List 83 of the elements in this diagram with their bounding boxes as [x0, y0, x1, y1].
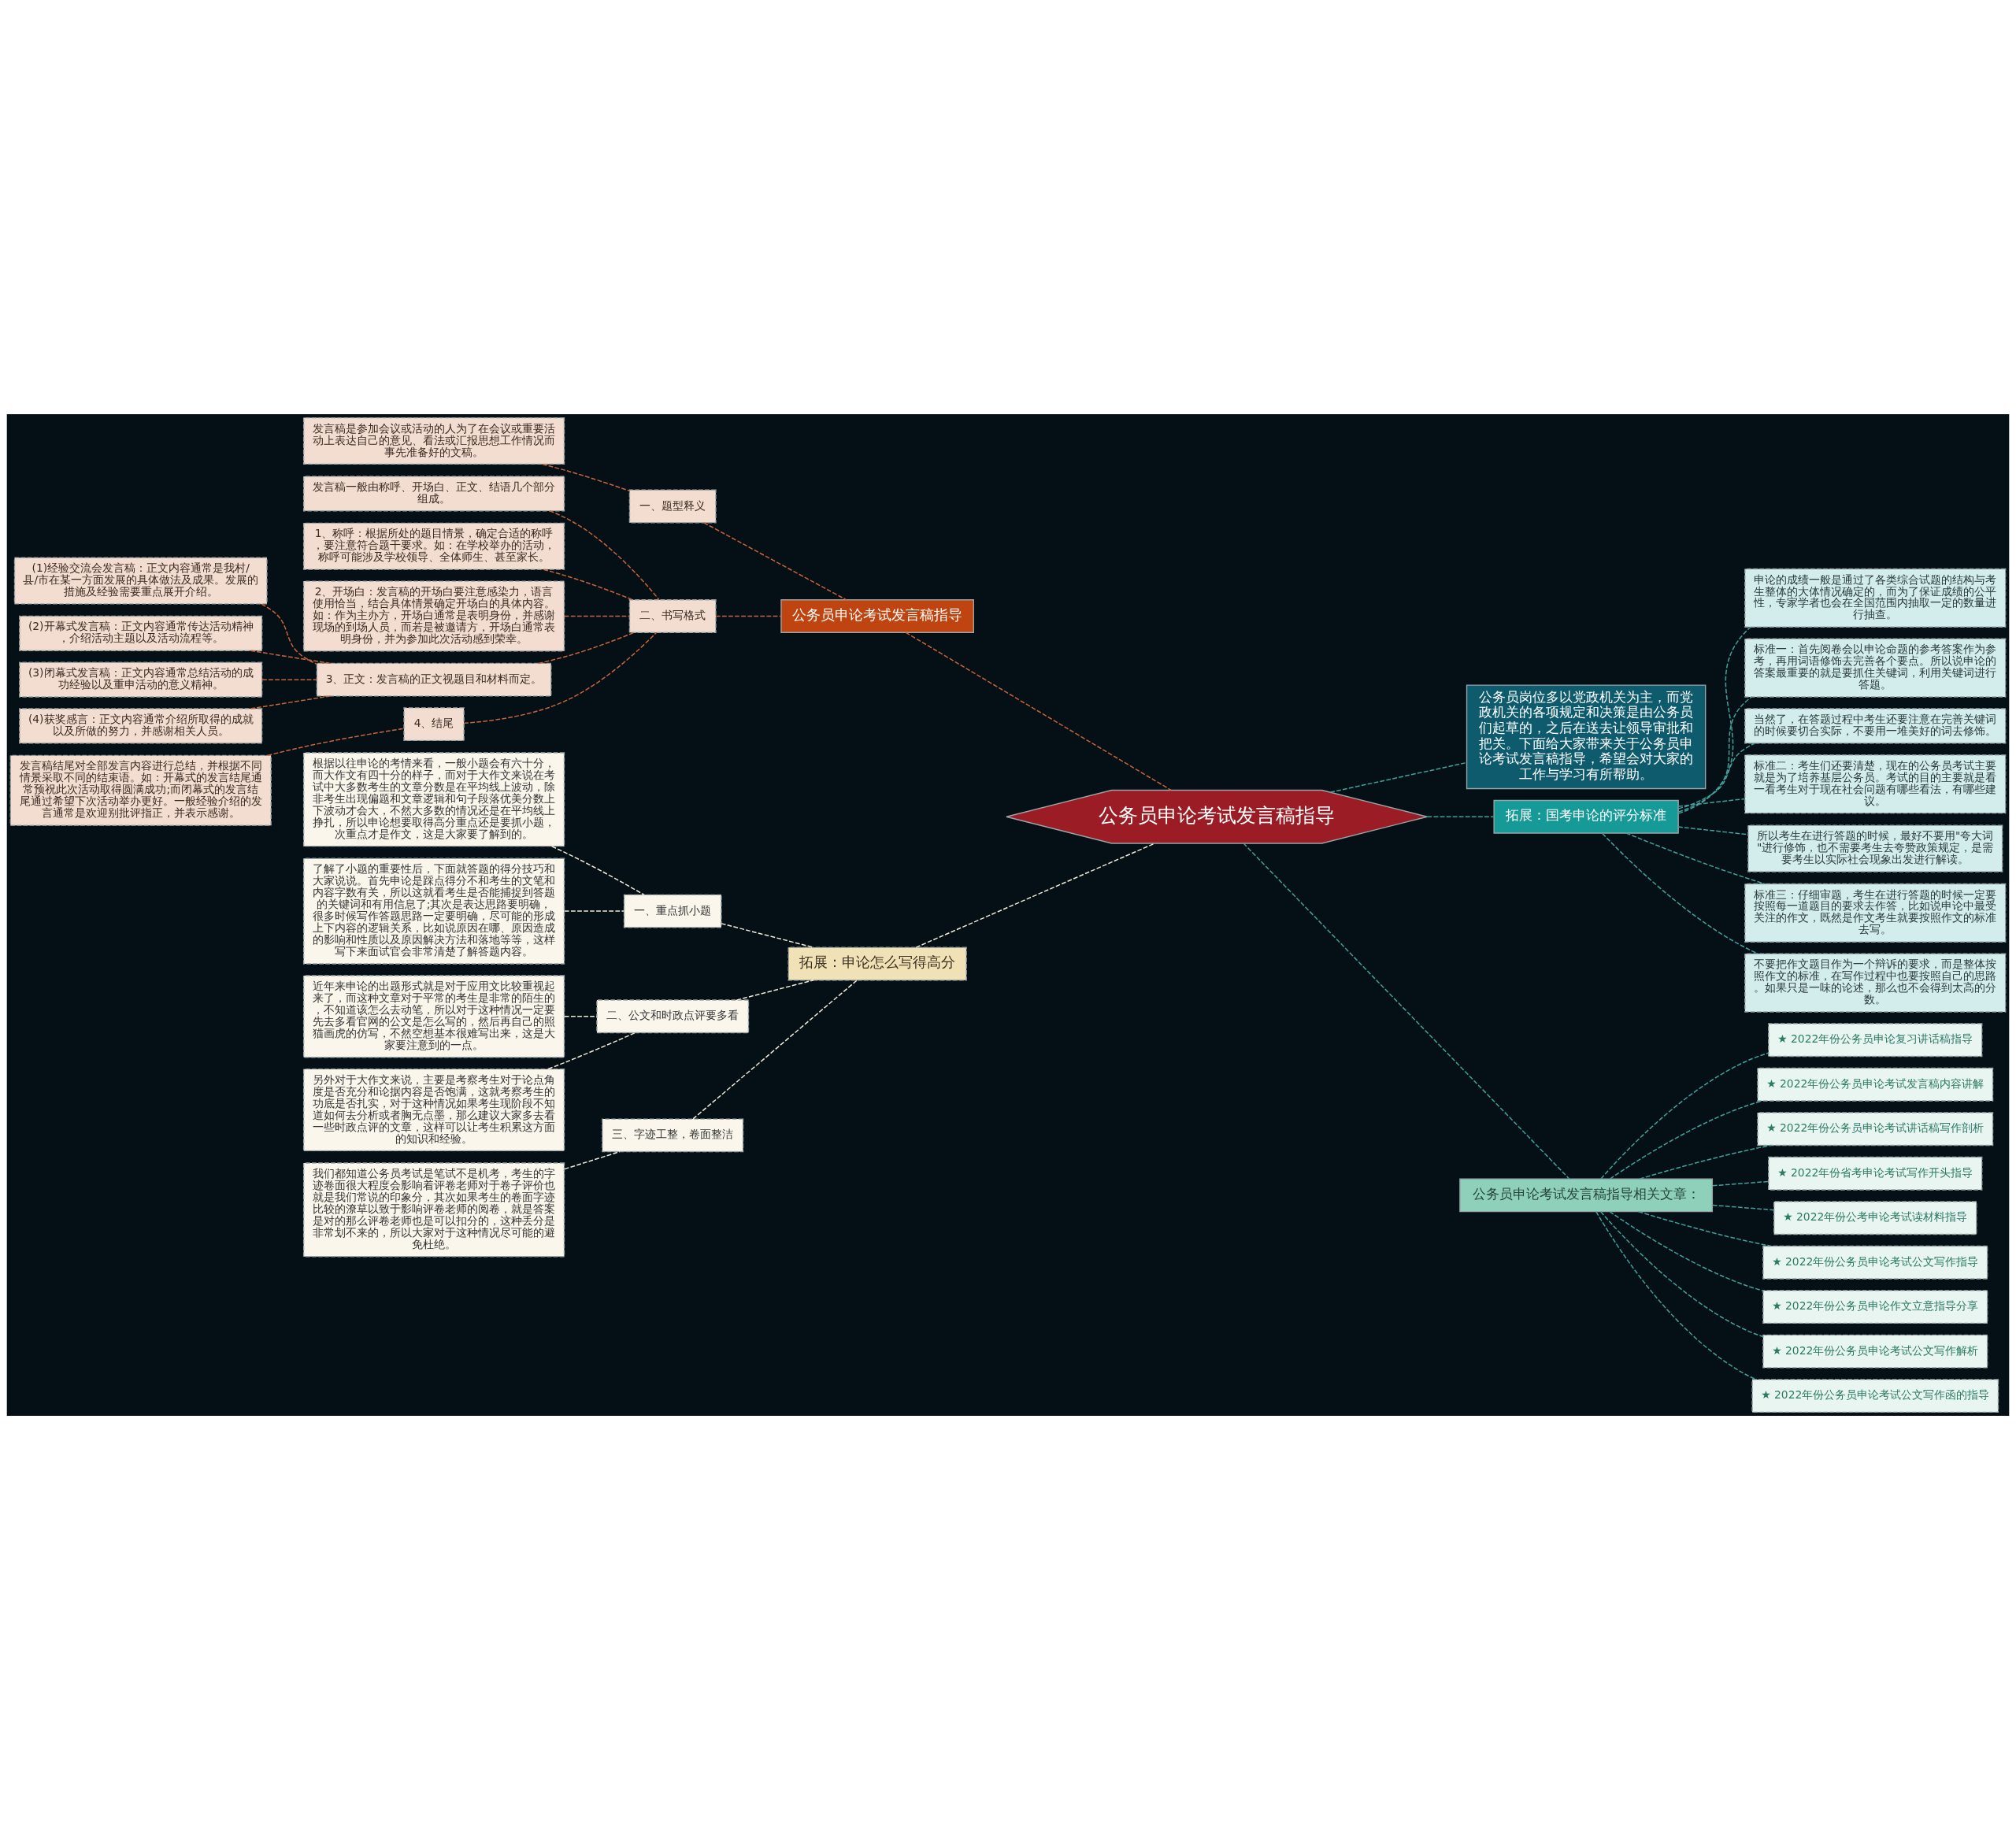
- node-box: ★ 2022年份公务员申论考试公文写作函的指导: [1751, 1379, 1999, 1413]
- node-box: 二、公文和时政点评要多看: [596, 999, 750, 1034]
- connector: [1600, 1052, 1770, 1180]
- node-box: ★ 2022年份公考申论考试读材料指导: [1773, 1201, 1977, 1235]
- connector: [1625, 832, 1766, 885]
- connector: [692, 980, 858, 1120]
- connector: [1639, 1144, 1772, 1180]
- connector: [1677, 696, 1752, 813]
- node-box: 2、开场白：发言稿的开场白要注意感染力，语言使用恰当，结合具体情景确定开场白的具体内容。如：作为主办方，开场白通常是表明身份，并感谢现场的到场人员，而若是被邀请方，开场白通常表明身份，并为参加此次活动感到荣幸。: [302, 580, 565, 652]
- connector: [541, 463, 631, 492]
- node-box: (1)经验交流会发言稿：正文内容通常是我村/县/市在某一方面发展的具体做法及成果。发展的措施及经验需要重点展开介绍。: [13, 557, 268, 605]
- node-box: 拓展：申论怎么写得高分: [788, 946, 967, 981]
- node-box: 二、书写格式: [628, 599, 717, 633]
- node-box: ★ 2022年份公务员申论考试发言稿内容讲解: [1757, 1067, 1994, 1102]
- connector: [1599, 1211, 1764, 1338]
- connector: [1609, 1211, 1764, 1291]
- node-box: 标准三：仔细审题，考生在进行答题的时候一定要按照每一道题目的要求去作答，比如说申论中最受关注的作文，既然是作文考生就要按照作文的标准去写。: [1744, 883, 2007, 943]
- connector: [547, 1032, 636, 1070]
- connector: [537, 632, 635, 665]
- node-box: 发言稿是参加会议或活动的人为了在会议或重要活动上表达自己的意见、看法或汇报思想工作情况而事先准备好的文稿。: [302, 417, 565, 465]
- connector: [563, 1016, 598, 1017]
- connector: [721, 923, 814, 948]
- connector: [250, 650, 331, 665]
- connector: [736, 980, 814, 1001]
- node-box: ★ 2022年份公务员申论考试公文写作解析: [1762, 1334, 1988, 1369]
- node-box: ★ 2022年份省考申论考试写作开头指导: [1768, 1156, 1983, 1191]
- connector: [1243, 843, 1570, 1180]
- node-box: 发言稿一般由称呼、开场白、正文、结语几个部分组成。: [302, 476, 565, 512]
- node-box: 不要把作文题目作为一个辩诉的要求，而是整体按照作文的标准，在写作过程中也要按照自己的思路。如果只是一味的论述，那么也不会得到太高的分数。: [1744, 953, 2007, 1013]
- connector: [261, 603, 317, 665]
- connector: [1602, 832, 1759, 954]
- connector: [463, 632, 658, 724]
- node-box: 根据以往申论的考情来看，一般小题会有六十分，而大作文有四十分的样子，而对于大作文来说在考试中大多数考生的文章分数是在平均线上波动，除非考生出现偏题和文章逻辑和句子段落优美分数上下波动才会大，不然大多数的情况还是在平均线上挣扎，所以申论想要取得高分重点还是要抓小题，次重点才是作文，这是大家要了解到的。: [302, 752, 565, 847]
- connector: [563, 910, 625, 912]
- connector: [1677, 626, 1751, 814]
- node-box: 申论的成绩一般是通过了各类综合试题的结构与考生整体的大体情况确定的，而为了保证成绩的公平性，专家学者也会在全国范围内抽取一定的数量进行抽查。: [1744, 568, 2007, 628]
- node-box: ★ 2022年份公务员申论复习讲话稿指导: [1768, 1023, 1983, 1058]
- node-box: 标准一：首先阅卷会以申论命题的参考答案作为参考，再用词语修饰去完善各个要点。所以说申论的答案最重要的就是要抓住关键词，利用关键词进行答题。: [1744, 638, 2007, 698]
- node-box: 4、结尾: [403, 707, 465, 742]
- node-box: ★ 2022年份公务员申论作文立意指导分享: [1762, 1290, 1988, 1324]
- node-box: 了解了小题的重要性后，下面就答题的得分技巧和大家说说。首先申论是踩点得分不和考生的文笔和内容字数有关，所以这就看考生是否能捕捉到答题的关键词和有用信息了;其次是表达思路要明确，很多时候写作答题思路一定要明确，尽可能的形成上下内容的逻辑关系，比如说原因在哪、原因造成的影响和性质以及原因解决方法和落地等等，这样写下来面试官会非常清楚了解答题内容。: [302, 858, 565, 965]
- node-box: ★ 2022年份公务员申论考试公文写作指导: [1762, 1245, 1988, 1280]
- connector: [1329, 761, 1468, 793]
- node-box: 公务员岗位多以党政机关为主，而党政机关的各项规定和决策是由公务员们起草的，之后在送去让领导审批和把关。下面给大家带来关于公务员申论考试发言稿指导，希望会对大家的工作与学习有所帮助。: [1466, 684, 1707, 790]
- connector: [551, 846, 645, 895]
- node-box: 公务员申论考试发言稿指导相关文章：: [1459, 1178, 1714, 1213]
- connector: [543, 569, 634, 601]
- connector: [261, 679, 317, 680]
- node-box: 另外对于大作文来说，主要是考察考生对于论点角度是否充分和论据内容是否饱满，这就考察考生的功底是否扎实，对于这种情况如果考生现阶段不知道如何去分析或者胸无点墨，那么建议大家多去看一些时政点评的文章，这样可以让考生积累这方面的知识和经验。: [302, 1069, 565, 1152]
- node-box: (4)获奖感言：正文内容通常介绍所取得的成就以及所做的努力，并感谢相关人员。: [19, 708, 263, 744]
- node-box: 所以考生在进行答题的时候，最好不要用"夸大词"进行修饰，也不需要考生去夸赞政策规定，是需要考生以实际社会现象出发进行解读。: [1747, 824, 2003, 872]
- connector: [1595, 1211, 1757, 1380]
- node-box: 发言稿结尾对全部发言内容进行总结，并根据不同情景采取不同的结束语。如：开幕式的发言结尾通常预祝此次活动取得圆满成功;而闭幕式的发言结尾通过希望下次活动举办更好。一般经验介绍的发言通常是欢迎别批评指正，并表示感谢。: [9, 754, 272, 826]
- node-box: 当然了，在答题过程中考生还要注意在完善关键词的时候要切合实际，不要用一堆美好的词去修饰。: [1744, 708, 2007, 744]
- connector: [905, 632, 1172, 791]
- connector: [1426, 816, 1495, 817]
- connector: [915, 843, 1156, 948]
- node-box: 1、称呼：根据所处的题目情景，确定合适的称呼，要注意符合题干要求。如：在学校举办的活动，称呼可能涉及学校领导、全体师生、甚至家长。: [302, 522, 565, 570]
- node-box: 一、题型释义: [628, 489, 717, 524]
- connector: [1712, 1204, 1775, 1211]
- node-box: 我们都知道公务员考试是笔试不是机考，考生的字迹卷面很大程度会影响着评卷老师对于卷子评价也就是我们常说的印象分，其次如果考生的卷面字迹比较的潦草以致于影响评卷老师的阅卷，就是答案是对的那么评卷老师也是可以扣分的，这种丢分是非常划不来的，所以大家对于这种情况尽可能的避免杜绝。: [302, 1162, 565, 1258]
- node-box: 拓展：国考申论的评分标准: [1493, 799, 1679, 834]
- connector: [1677, 826, 1749, 835]
- connector: [703, 522, 847, 601]
- connector: [715, 615, 782, 617]
- node-box: ★ 2022年份公务员申论考试讲话稿写作剖析: [1757, 1112, 1994, 1147]
- node-box: 近年来申论的出题形式就是对于应用文比较重视起来了，而这种文章对于平常的考生是非常的陌生的，不知道该怎么去动笔，所以对于这种情况一定要先去多看官网的公文是怎么写的，然后再自己的照猫画虎的仿写，不然空想基本很难写出来，这是大家要注意到的一点。: [302, 975, 565, 1058]
- connector: [1712, 1180, 1770, 1187]
- connector: [1638, 1211, 1772, 1247]
- connector: [250, 695, 331, 709]
- connector: [563, 1150, 621, 1170]
- connector: [1677, 798, 1746, 807]
- connector: [1677, 743, 1755, 809]
- node-box: 一、重点抓小题: [623, 894, 722, 928]
- node-box: 三、字迹工整，卷面整洁: [602, 1118, 744, 1153]
- node-box: 3、正文：发言稿的正文视题目和材料而定。: [316, 662, 552, 697]
- node-box: 标准二：考生们还要清楚，现在的公务员考试主要就是为了培养基层公务员。考试的目的主要就是看一看考生对于现在社会问题有哪些看法，有哪些建议。: [1744, 754, 2007, 814]
- node-box: 公务员申论考试发言稿指导: [780, 599, 974, 633]
- connector: [266, 728, 405, 757]
- node-box: (2)开幕式发言稿：正文内容通常传达活动精神，介绍活动主题以及活动流程等。: [19, 615, 263, 651]
- connector: [563, 615, 631, 617]
- node-box: (3)闭幕式发言稿：正文内容通常总结活动的成功经验以及重申活动的意义精神。: [19, 661, 263, 698]
- connector: [549, 510, 660, 601]
